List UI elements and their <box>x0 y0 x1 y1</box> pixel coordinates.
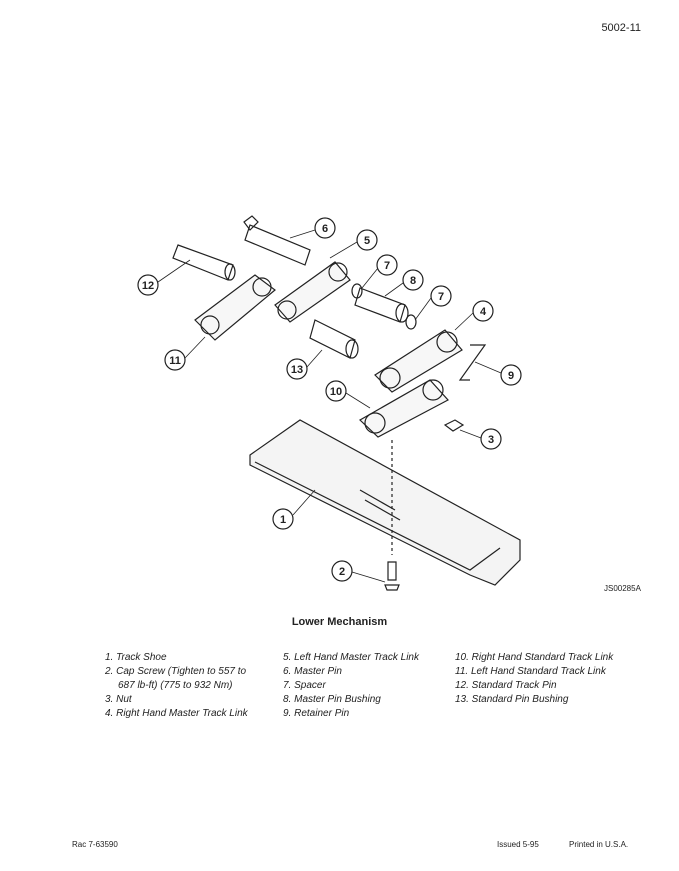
exploded-diagram: 6 5 12 7 8 7 4 11 13 9 10 3 1 2 <box>137 215 522 591</box>
legend-item: 7. Spacer <box>283 680 326 691</box>
callout-9: 9 <box>508 370 514 382</box>
legend-item: 2. Cap Screw (Tighten to 557 to <box>105 666 247 677</box>
footer-printed: Printed in U.S.A. <box>569 840 629 849</box>
callout-8: 8 <box>410 275 416 287</box>
callout-13: 13 <box>291 364 303 376</box>
legend-item: 1. Track Shoe <box>105 652 167 663</box>
legend-item: 3. Nut <box>105 694 132 705</box>
legend-item: 8. Master Pin Bushing <box>283 694 381 705</box>
track-shoe-drawing <box>249 419 521 586</box>
legend-item: 9. Retainer Pin <box>283 708 350 719</box>
legend-item: 11. Left Hand Standard Track Link <box>455 666 606 677</box>
track-links-drawing <box>194 261 463 438</box>
callout-2: 2 <box>339 566 345 578</box>
footer-issued: Issued 5-95 <box>497 840 539 849</box>
footer-doc-number: Rac 7-63590 <box>72 840 118 849</box>
legend-column-3: 10. Right Hand Standard Track Link 11. L… <box>455 651 613 707</box>
callout-11: 11 <box>169 355 181 367</box>
legend-item: 6. Master Pin <box>283 666 342 677</box>
figure-id: JS00285A <box>604 584 641 593</box>
pins-drawing <box>172 215 487 591</box>
callouts: 6 5 12 7 8 7 4 11 13 9 10 3 1 2 <box>137 217 522 582</box>
leader-lines <box>157 229 502 583</box>
callout-6: 6 <box>322 223 328 235</box>
callout-1: 1 <box>280 514 286 526</box>
legend-item: 5. Left Hand Master Track Link <box>283 652 419 663</box>
page-number: 5002-11 <box>601 22 641 34</box>
callout-7: 7 <box>384 260 390 272</box>
legend-column-2: 5. Left Hand Master Track Link 6. Master… <box>283 651 419 721</box>
legend-item: 12. Standard Track Pin <box>455 680 557 691</box>
legend-item: 687 lb-ft) (775 to 932 Nm) <box>118 680 233 691</box>
legend-item: 13. Standard Pin Bushing <box>455 694 569 705</box>
callout-5: 5 <box>364 235 370 247</box>
figure-caption: Lower Mechanism <box>291 616 388 628</box>
callout-3: 3 <box>488 434 494 446</box>
legend-item: 4. Right Hand Master Track Link <box>105 708 248 719</box>
legend-column-1: 1. Track Shoe 2. Cap Screw (Tighten to 5… <box>105 651 248 721</box>
legend-item: 10. Right Hand Standard Track Link <box>455 652 614 663</box>
callout-4: 4 <box>480 306 487 318</box>
callout-7b: 7 <box>438 291 444 303</box>
callout-10: 10 <box>330 386 342 398</box>
callout-12: 12 <box>142 280 154 292</box>
